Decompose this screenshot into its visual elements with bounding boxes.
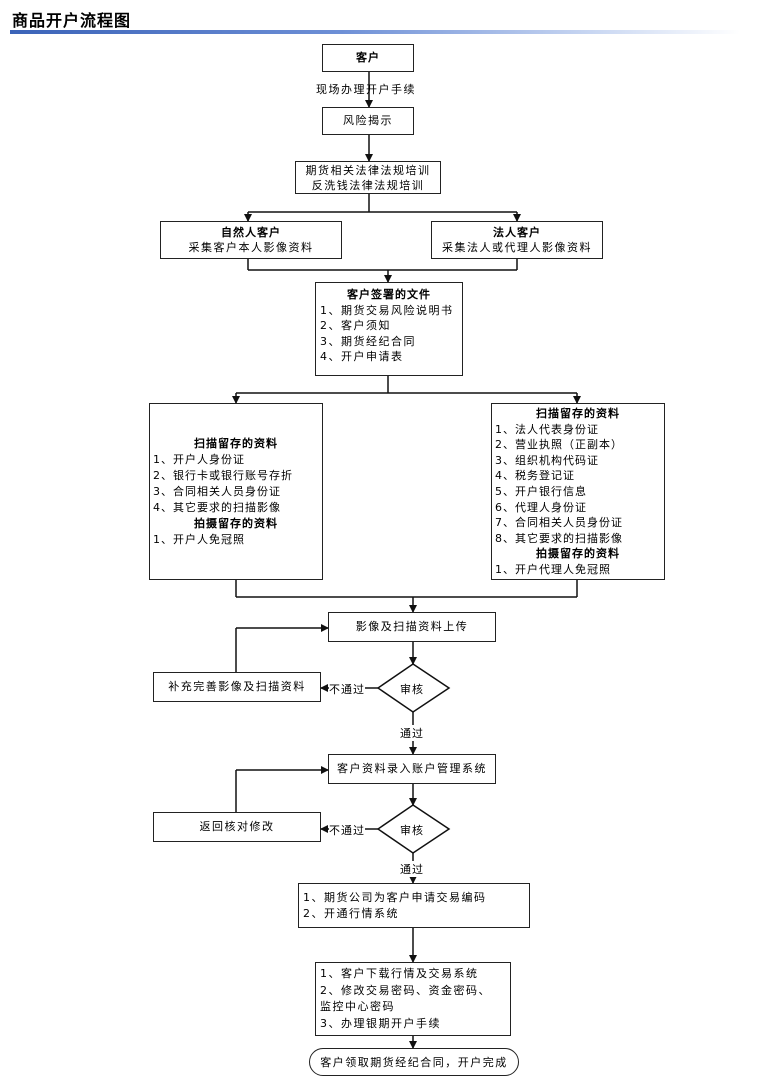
legal-person-node: 法人客户 采集法人或代理人影像资料 [431,221,603,259]
right-scan-item: 3、组织机构代码证 [495,453,599,467]
right-photo-title: 拍摄留存的资料 [536,547,620,561]
onsite-label: 现场办理开户手续 [316,83,416,96]
signed-doc-item: 3、期货经纪合同 [320,334,416,348]
legal-scan-docs-node: 扫描留存的资料 1、法人代表身份证 2、营业执照（正副本） 3、组织机构代码证 … [491,403,665,580]
right-scan-item: 6、代理人身份证 [495,500,587,514]
training-line-2: 反洗钱法律法规培训 [311,178,425,192]
natural-scan-docs-node: 扫描留存的资料 1、开户人身份证 2、银行卡或银行账号存折 3、合同相关人员身份… [149,403,323,580]
return-fix-node: 返回核对修改 [153,812,321,842]
upload-node: 影像及扫描资料上传 [328,612,496,642]
apply-line: 2、开通行情系统 [303,906,399,920]
customer-node: 客户 [322,44,414,72]
review2-pass-label: 通过 [400,861,424,877]
signed-doc-item: 4、开户申请表 [320,350,404,363]
apply-line: 1、期货公司为客户申请交易编码 [303,890,487,904]
right-photo-item: 1、开户代理人免冠照 [495,562,611,576]
download-line: 1、客户下载行情及交易系统 [320,967,479,980]
left-scan-item: 1、开户人身份证 [153,453,245,466]
signed-docs-node: 客户签署的文件 1、期货交易风险说明书 2、客户须知 3、期货经纪合同 4、开户… [315,282,463,376]
left-scan-item: 3、合同相关人员身份证 [153,485,281,498]
right-scan-item: 5、开户银行信息 [495,484,587,498]
download-system-node: 1、客户下载行情及交易系统 2、修改交易密码、资金密码、 监控中心密码 3、办理… [315,962,511,1036]
training-line-1: 期货相关法律法规培训 [305,163,431,177]
signed-doc-item: 2、客户须知 [320,319,391,332]
review1-pass-label: 通过 [400,725,424,741]
natural-person-node: 自然人客户 采集客户本人影像资料 [160,221,342,259]
left-scan-title: 扫描留存的资料 [194,437,278,450]
legal-person-subtitle: 采集法人或代理人影像资料 [442,241,592,254]
apply-code-node: 1、期货公司为客户申请交易编码 2、开通行情系统 [298,883,530,928]
training-node: 期货相关法律法规培训 反洗钱法律法规培训 [295,161,441,194]
signed-docs-title: 客户签署的文件 [347,288,431,301]
page-title: 商品开户流程图 [12,11,132,30]
left-scan-item: 2、银行卡或银行账号存折 [153,469,293,482]
title-bar: 商品开户流程图 [10,4,740,34]
right-scan-item: 4、税务登记证 [495,469,575,483]
review1-fail-label: 不通过 [329,681,365,697]
download-line: 监控中心密码 [320,1000,395,1013]
signed-doc-item: 1、期货交易风险说明书 [320,303,454,317]
review2-label: 审核 [400,824,424,837]
review2-fail-label: 不通过 [329,822,365,838]
download-line: 3、办理银期开户手续 [320,1016,441,1030]
right-scan-title: 扫描留存的资料 [536,407,620,420]
right-scan-item: 2、营业执照（正副本） [495,438,623,452]
natural-person-title: 自然人客户 [221,226,281,239]
left-photo-item: 1、开户人免冠照 [153,533,245,546]
right-scan-item: 8、其它要求的扫描影像 [495,531,623,545]
risk-disclosure-node: 风险揭示 [322,107,414,135]
left-scan-item: 4、其它要求的扫描影像 [153,501,281,514]
supplement-node: 补充完善影像及扫描资料 [153,672,321,702]
decision-review2 [376,804,451,854]
legal-person-title: 法人客户 [493,226,541,239]
system-entry-node: 客户资料录入账户管理系统 [328,754,496,784]
final-node: 客户领取期货经纪合同，开户完成 [309,1048,519,1076]
right-scan-item: 1、法人代表身份证 [495,422,599,436]
decision-review1 [376,663,451,713]
title-underline [10,30,740,34]
review1-label: 审核 [400,683,424,696]
right-scan-item: 7、合同相关人员身份证 [495,516,623,530]
download-line: 2、修改交易密码、资金密码、 [320,983,491,997]
left-photo-title: 拍摄留存的资料 [194,517,278,530]
natural-person-subtitle: 采集客户本人影像资料 [188,241,314,254]
